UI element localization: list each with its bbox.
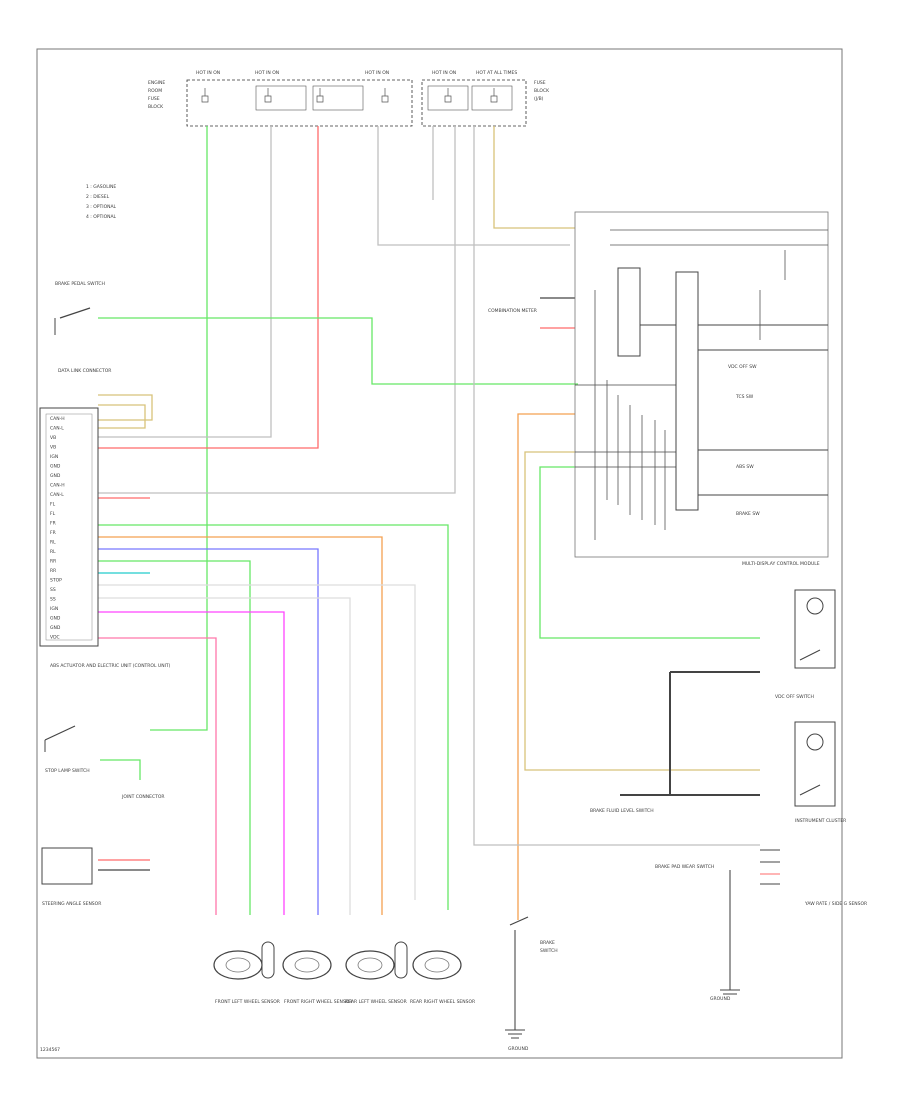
- abs-pin-label: SS: [50, 597, 56, 603]
- svg-text:BRAKE: BRAKE: [540, 940, 555, 946]
- brake-fluid-unit: INSTRUMENT CLUSTER BRAKE FLUID LEVEL SWI…: [590, 721, 846, 824]
- wheel-sensor-label-4: REAR RIGHT WHEEL SENSOR: [410, 999, 475, 1005]
- fuse-label-5: HOT AT ALL TIMES: [476, 70, 517, 76]
- abs-pin-label: FR: [50, 530, 56, 536]
- abs-pin-label: FL: [50, 502, 56, 508]
- fuse-label-1: HOT IN ON: [196, 70, 220, 76]
- yaw-sensor-label: YAW RATE / SIDE G SENSOR: [804, 901, 867, 907]
- steering-angle-sensor: STEERING ANGLE SENSOR: [41, 847, 101, 907]
- legend: 1 : GASOLINE 2 : DIESEL 3 : OPTIONAL 4 :…: [86, 184, 117, 220]
- abs-pin-label: IGN: [50, 454, 58, 460]
- brake-pad-label: BRAKE PAD WEAR SWITCH: [655, 864, 714, 870]
- switch-name-2: TCS SW: [735, 394, 754, 400]
- yaw-rate-sensor: YAW RATE / SIDE G SENSOR BRAKE PAD WEAR …: [655, 849, 867, 907]
- svg-text:BLOCK: BLOCK: [534, 88, 550, 94]
- vdc-off-label: VDC OFF SWITCH: [775, 694, 814, 700]
- abs-pin-label: FR: [50, 521, 56, 527]
- abs-pin-label: GND: [50, 625, 61, 631]
- abs-pin-label: VB: [50, 445, 56, 451]
- abs-pin-list: CAN-H CAN-L VB VB IGN GND GND CAN-H CAN-L FL FL FR F…: [50, 416, 65, 641]
- steering-sensor-label: STEERING ANGLE SENSOR: [42, 901, 101, 907]
- svg-text:GROUND: GROUND: [710, 996, 731, 1002]
- switch-name-1: VDC OFF SW: [728, 364, 757, 370]
- abs-control-unit: CAN-H CAN-L VB VB IGN GND GND CAN-H CAN-L FL FL FR F…: [39, 407, 171, 669]
- wires: [98, 126, 760, 1030]
- abs-pin-label: VB: [50, 435, 56, 441]
- svg-text:ENGINE: ENGINE: [148, 80, 165, 86]
- brake-pedal-switch: BRAKE PEDAL SWITCH DATA LINK CONNECTOR: [54, 281, 111, 374]
- combination-meter-panel: VDC OFF SW TCS SW ABS SW BRAKE SW COMBIN…: [488, 211, 829, 567]
- abs-pin-label: SS: [50, 587, 56, 593]
- switch-name-4: BRAKE SW: [736, 511, 760, 517]
- abs-pin-label: GND: [50, 473, 61, 479]
- brake-fluid-label: BRAKE FLUID LEVEL SWITCH: [590, 808, 654, 814]
- diagram-frame: [36, 48, 843, 1059]
- joint-connector-label: JOINT CONNECTOR: [121, 794, 165, 800]
- wheel-sensor-label-2: FRONT RIGHT WHEEL SENSOR: [284, 999, 352, 1005]
- wheel-sensor-label-1: FRONT LEFT WHEEL SENSOR: [215, 999, 280, 1005]
- legend-item-1: 1 : GASOLINE: [86, 184, 116, 190]
- ground-symbols: [505, 989, 740, 1039]
- svg-text:FUSE: FUSE: [534, 80, 546, 86]
- wheel-sensor-fr: FRONT RIGHT WHEEL SENSOR: [282, 950, 352, 1005]
- abs-pin-label: RR: [50, 559, 56, 565]
- switch-name-3: ABS SW: [736, 464, 754, 470]
- abs-pin-label: CAN-L: [50, 426, 64, 432]
- svg-text:BLOCK: BLOCK: [148, 104, 164, 110]
- ground-label: GROUND: [508, 1046, 529, 1052]
- svg-text:SWITCH: SWITCH: [540, 948, 558, 954]
- diagram-code: 1234567: [40, 1047, 60, 1053]
- wheel-sensor-label-3: REAR LEFT WHEEL SENSOR: [345, 999, 407, 1005]
- abs-pin-label: RL: [50, 540, 56, 546]
- combination-meter-label: COMBINATION METER: [488, 308, 537, 314]
- vdc-off-switch-unit: VDC OFF SWITCH: [775, 589, 836, 700]
- abs-pin-label: CAN-H: [50, 483, 65, 489]
- stop-lamp-switch: STOP LAMP SWITCH JOINT CONNECTOR: [44, 725, 165, 800]
- abs-pin-label: RL: [50, 549, 56, 555]
- fuse-label-2: HOT IN ON: [255, 70, 279, 76]
- abs-pin-label: CAN-L: [50, 492, 64, 498]
- fuse-label-4: HOT IN ON: [432, 70, 456, 76]
- abs-pin-label: STOP: [50, 578, 62, 584]
- wheel-sensor-rr: REAR RIGHT WHEEL SENSOR: [410, 950, 475, 1005]
- abs-pin-label: RR: [50, 568, 56, 574]
- wheel-sensors: FRONT LEFT WHEEL SENSOR FRONT RIGHT WHEE…: [213, 941, 475, 1005]
- data-link-label: DATA LINK CONNECTOR: [58, 368, 111, 374]
- abs-pin-label: IGN: [50, 606, 58, 612]
- legend-item-4: 4 : OPTIONAL: [86, 214, 117, 220]
- abs-pin-label: FL: [50, 511, 56, 517]
- legend-item-3: 3 : OPTIONAL: [86, 204, 117, 210]
- cluster-label: MULTI-DISPLAY CONTROL MODULE: [742, 561, 820, 567]
- brake-switch-label: BRAKE PEDAL SWITCH: [55, 281, 105, 287]
- stoplamp-label: STOP LAMP SWITCH: [45, 768, 90, 774]
- fuse-label-3: HOT IN ON: [365, 70, 389, 76]
- legend-item-2: 2 : DIESEL: [86, 194, 110, 200]
- svg-text:FUSE: FUSE: [148, 96, 160, 102]
- abs-pin-label: GND: [50, 616, 61, 622]
- svg-text:ROOM: ROOM: [148, 88, 162, 94]
- svg-text:(J/B): (J/B): [534, 96, 544, 102]
- wheel-sensor-rl: REAR LEFT WHEEL SENSOR: [345, 950, 407, 1005]
- abs-unit-label: ABS ACTUATOR AND ELECTRIC UNIT (CONTROL …: [50, 663, 171, 669]
- abs-pin-label: GND: [50, 464, 61, 470]
- instrument-label: INSTRUMENT CLUSTER: [795, 818, 846, 824]
- abs-pin-label: CAN-H: [50, 416, 65, 422]
- abs-pin-label: VDC: [50, 635, 60, 641]
- fuse-block: HOT IN ON HOT IN ON HOT IN ON HOT IN ON …: [148, 70, 550, 127]
- brake-switch-lower: BRAKE SWITCH GROUND GROUND: [508, 916, 731, 1052]
